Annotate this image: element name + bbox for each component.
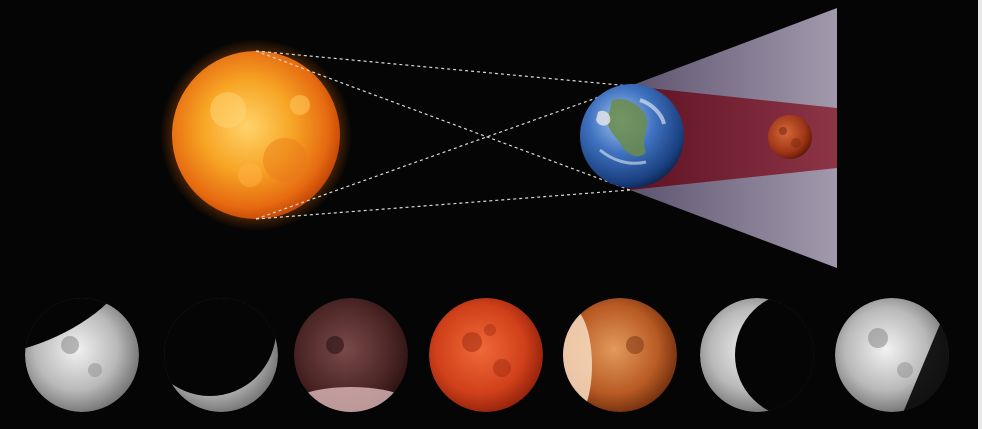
- light-rays: [255, 50, 631, 220]
- earth-icon: [580, 84, 684, 188]
- moon-icon: [768, 115, 812, 159]
- phase-row: [25, 298, 949, 412]
- moon-phase-icon: [700, 298, 814, 412]
- moon-phase-icon: [563, 298, 677, 412]
- umbra-shadow: [630, 86, 837, 190]
- moon-phase-icon: [429, 298, 543, 412]
- moon-phase-icon: [25, 298, 139, 412]
- moon-phase-icon: [835, 298, 949, 412]
- moon-phase-icon: [294, 298, 408, 412]
- sun-icon: [160, 39, 352, 231]
- moon-phase-icon: [164, 298, 278, 412]
